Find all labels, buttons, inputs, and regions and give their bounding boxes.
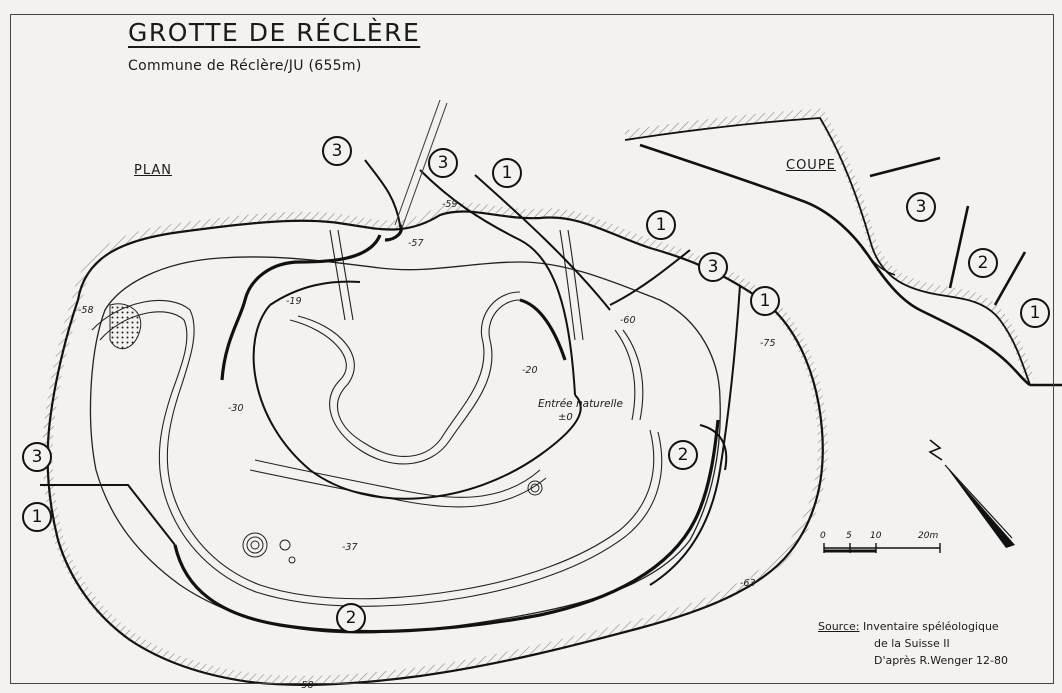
- depth-label: -59: [442, 199, 458, 210]
- section-marker: 1: [750, 286, 780, 316]
- coupe-section-drawing: [624, 108, 1062, 387]
- section-marker: 1: [22, 502, 52, 532]
- scale-tick-label: 20m: [918, 531, 939, 541]
- section-marker: 3: [428, 148, 458, 178]
- depth-label: -57: [408, 238, 424, 249]
- section-marker: 1: [492, 158, 522, 188]
- section-marker: 2: [968, 248, 998, 278]
- source-line-1: Inventaire spéléologique: [863, 620, 999, 633]
- plan-label: PLAN: [134, 163, 172, 178]
- source-block: Source: Inventaire spéléologique de la S…: [818, 618, 1008, 669]
- inner-cave-wall: [89, 256, 721, 634]
- source-line-2: de la Suisse II: [874, 637, 950, 650]
- scale-bar: [823, 543, 941, 553]
- entrance-label: Entrée naturelle: [538, 398, 623, 410]
- depth-label: -37: [342, 542, 358, 553]
- depth-label: -63: [740, 578, 756, 589]
- passage-network: [91, 229, 663, 607]
- map-title: GROTTE DE RÉCLÈRE: [128, 18, 421, 47]
- section-marker: 3: [906, 192, 936, 222]
- section-marker: 3: [698, 252, 728, 282]
- coupe-label: COUPE: [786, 158, 836, 173]
- scale-tick-label: 5: [846, 531, 852, 541]
- entrance-depth: ±0: [558, 412, 573, 423]
- outer-cave-wall: [46, 210, 824, 686]
- depth-label: -60: [620, 315, 636, 326]
- map-subtitle: Commune de Réclère/JU (655m): [128, 58, 362, 74]
- scale-tick-label: 0: [820, 531, 826, 541]
- depth-label: -20: [522, 365, 538, 376]
- depth-label: -19: [286, 296, 302, 307]
- source-line-3: D'après R.Wenger 12-80: [874, 654, 1008, 667]
- depth-label: -30: [228, 403, 244, 414]
- section-marker: 1: [1020, 298, 1050, 328]
- depth-label: -58: [78, 305, 94, 316]
- section-marker: 2: [336, 603, 366, 633]
- scale-tick-label: 10: [870, 531, 882, 541]
- depth-label: -58: [298, 680, 314, 691]
- source-label: Source:: [818, 620, 860, 633]
- section-marker: 2: [668, 440, 698, 470]
- section-marker: 3: [22, 442, 52, 472]
- section-marker: 1: [646, 210, 676, 240]
- north-arrow: [928, 439, 1015, 548]
- depth-label: -75: [760, 338, 776, 349]
- main-route-lines: [173, 224, 720, 634]
- section-marker: 3: [322, 136, 352, 166]
